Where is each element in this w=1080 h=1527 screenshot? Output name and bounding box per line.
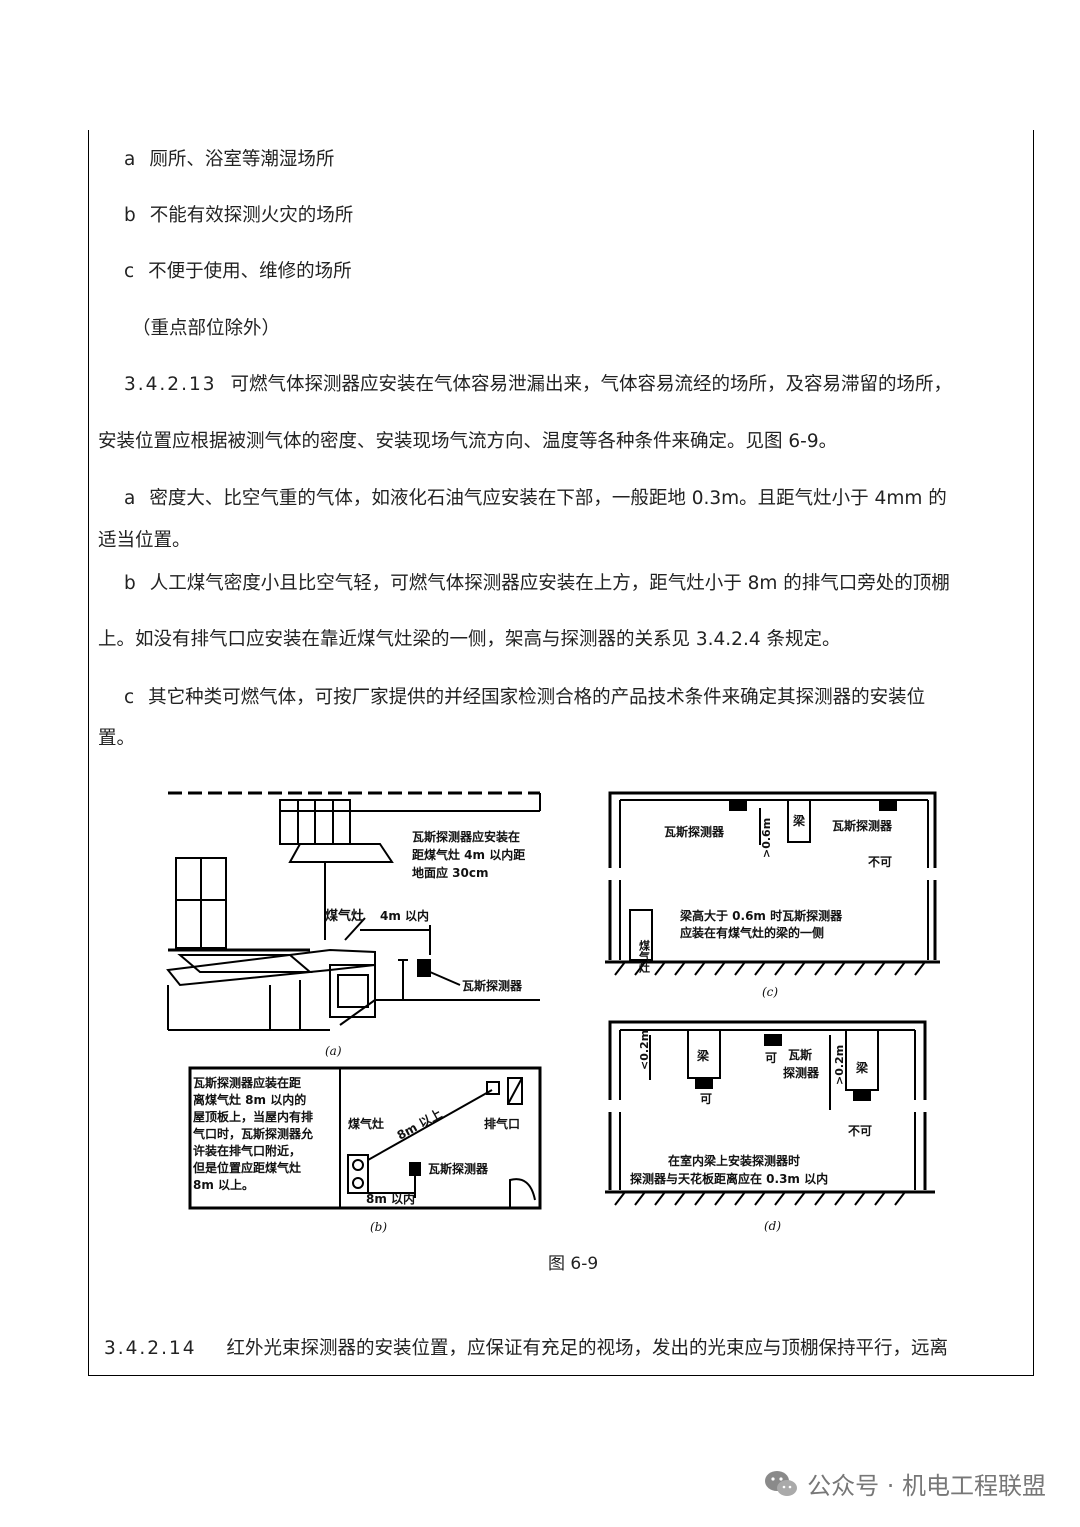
item-b-light-gas-cont: 上。如没有排气口应安装在靠近煤气灶梁的一侧，架高与探测器的关系见 3.4.2.4… (98, 629, 841, 650)
b-note-line6: 但是位置应距煤气灶 (192, 1160, 301, 1175)
c-note-line2: 应装在有煤气灶的梁的一侧 (680, 925, 824, 940)
d-detector-mid-line1: 瓦斯 (788, 1047, 812, 1062)
d-height-left-label: <0.2m (638, 1030, 651, 1070)
b-bottom-label: 8m 以内 (366, 1191, 415, 1206)
a-note-line1: 瓦斯探测器应安装在 (412, 829, 520, 844)
a-note-line2: 距煤气灶 4m 以内距 (412, 847, 525, 862)
b-exhaust-label: 排气口 (484, 1116, 520, 1131)
wechat-icon (765, 1470, 798, 1496)
b-note-line3: 屋顶板上，当屋内有排 (193, 1109, 313, 1124)
b-stove-label: 煤气灶 (348, 1116, 384, 1131)
watermark-text: 公众号 · 机电工程联盟 (807, 1472, 1046, 1500)
panel-d-section (605, 1020, 935, 1206)
c-detector-left-label: 瓦斯探测器 (664, 824, 725, 839)
d-ok-mid-label: 可 (765, 1051, 777, 1065)
c-detector-right-label: 瓦斯探测器 (832, 818, 893, 833)
d-beam-right-label: 梁 (855, 1060, 868, 1075)
c-note-line1: 梁高大于 0.6m 时瓦斯探测器 (679, 908, 843, 923)
a-note-line3: 地面应 30cm (412, 865, 489, 880)
item-c-other-gas-cont: 置。 (98, 728, 136, 749)
c-no-label: 不可 (868, 855, 892, 869)
table-frame (88, 130, 1034, 1376)
a-stove-label: 煤气灶 (325, 908, 364, 924)
b-diagonal-label: 8m 以上 (394, 1106, 444, 1143)
b-caption: (b) (370, 1220, 387, 1234)
b-note-line1: 瓦斯探测器应装在距 (193, 1075, 301, 1090)
a-detector-label: 瓦斯探测器 (462, 978, 523, 993)
d-ok-left-label: 可 (700, 1092, 712, 1106)
a-caption: (a) (325, 1044, 342, 1058)
b-note-line5: 许装在排气口附近， (193, 1143, 301, 1158)
b-note-line7: 8m 以上。 (193, 1177, 254, 1192)
item-a-heavy-gas-cont: 适当位置。 (98, 530, 191, 551)
a-distance-label: 4m 以内 (380, 908, 429, 923)
d-beam-left-label: 梁 (696, 1048, 709, 1063)
d-caption: (d) (764, 1219, 781, 1233)
watermark: 公众号 · 机电工程联盟 (763, 1466, 1046, 1501)
d-no-label: 不可 (848, 1124, 872, 1138)
b-note-line4: 气口时，瓦斯探测器允 (192, 1126, 313, 1141)
d-height-right-label: >0.2m (833, 1045, 846, 1085)
d-note-line1: 在室内梁上安装探测器时 (668, 1153, 800, 1168)
figure-caption: 图 6-9 (548, 1254, 599, 1274)
b-note-line2: 离煤气灶 8m 以内的 (193, 1092, 306, 1107)
panel-c-section (605, 791, 940, 976)
c-stove-label: 煤气灶 (638, 939, 652, 974)
panel-b-plan (188, 1066, 542, 1210)
panel-a-kitchen (166, 791, 541, 1031)
b-detector-label: 瓦斯探测器 (428, 1161, 489, 1176)
c-caption: (c) (762, 985, 778, 999)
clause-3-4-2-13-cont: 安装位置应根据被测气体的密度、安装现场气流方向、温度等各种条件来确定。见图 6-… (98, 431, 838, 452)
c-beam-label: 梁 (792, 813, 805, 828)
d-detector-mid-line2: 探测器 (783, 1065, 820, 1080)
c-height-label: >0.6m (760, 818, 773, 858)
note-exception: （重点部位除外） (132, 318, 281, 339)
d-note-line2: 探测器与天花板距离应在 0.3m 以内 (630, 1171, 828, 1186)
